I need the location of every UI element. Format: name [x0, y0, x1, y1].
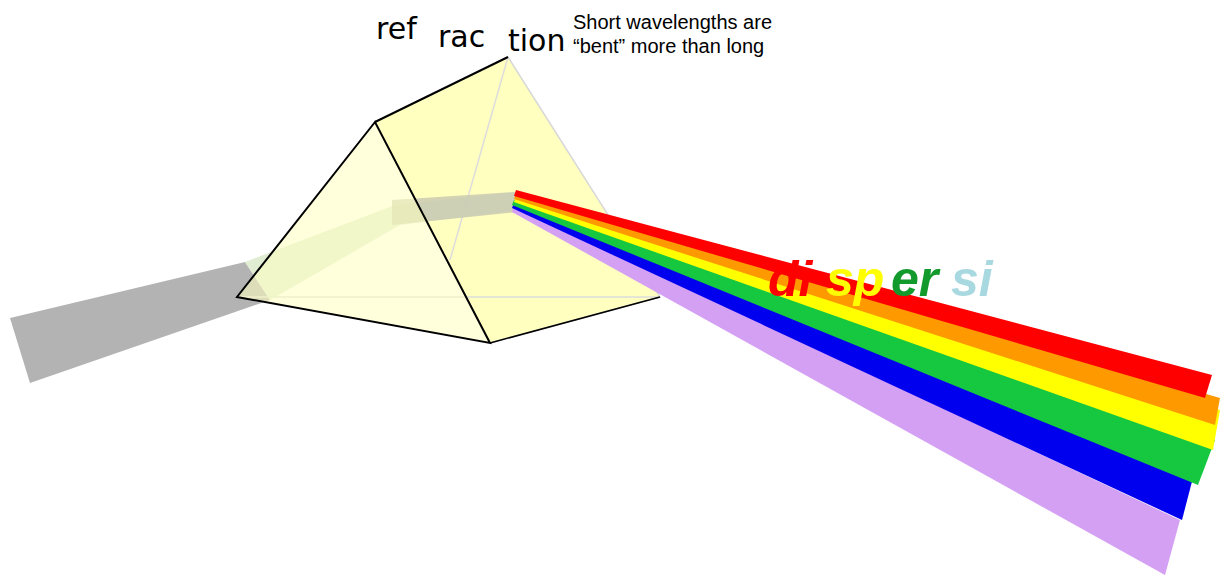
red-ray: [514, 190, 1212, 398]
refraction-word-part: tion: [508, 24, 565, 57]
prism-edge: [490, 297, 660, 343]
refraction-word-part: rac: [438, 20, 485, 53]
dispersion-word-part: si: [951, 252, 993, 307]
prism-front-face: [237, 122, 490, 343]
note-text: Short wavelengths are “bent” more than l…: [573, 10, 823, 58]
dispersion-word-part: di: [768, 252, 812, 307]
refraction-word-part: ref: [376, 12, 417, 45]
dispersion-word-part: er: [891, 252, 938, 307]
dispersion-word-part: sp: [826, 252, 884, 307]
prism-edge: [375, 57, 508, 122]
yellow-ray: [514, 197, 1220, 450]
green-ray: [512, 200, 1215, 485]
prism-hidden-edge: [450, 57, 508, 260]
orange-ray: [514, 194, 1220, 425]
incoming-beam: [10, 262, 270, 383]
